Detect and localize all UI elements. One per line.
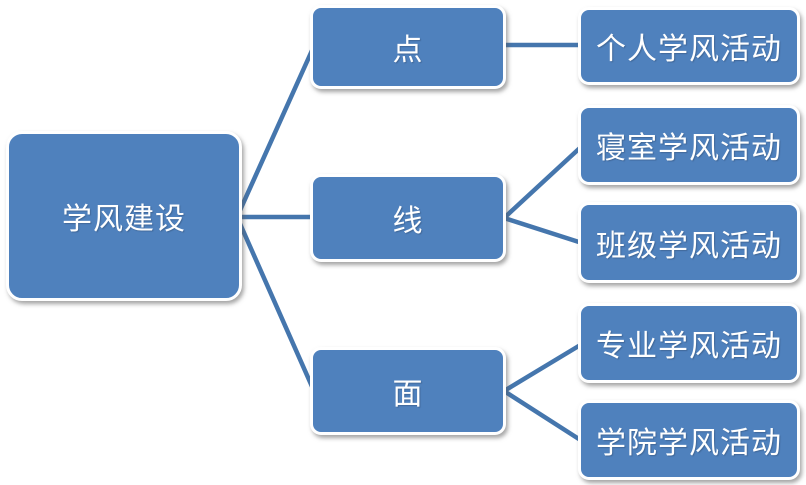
node-leaf-qinshi: 寝室学风活动: [578, 105, 800, 185]
node-label: 专业学风活动: [596, 330, 782, 363]
node-leaf-xueyuan: 学院学风活动: [578, 400, 800, 480]
node-label: 个人学风活动: [596, 33, 782, 66]
node-label: 学院学风活动: [596, 427, 782, 460]
connector-root-mian: [234, 214, 317, 394]
node-label: 班级学风活动: [596, 229, 782, 263]
node-leaf-zhuanye: 专业学风活动: [578, 303, 800, 383]
node-label: 线: [392, 205, 424, 238]
node-leaf-banji: 班级学风活动: [578, 202, 800, 283]
connector-xian-banji: [501, 215, 585, 246]
node-leaf-geren: 个人学风活动: [578, 7, 800, 85]
node-branch-xian: 线: [310, 174, 506, 262]
connector-xian-qinshi: [501, 143, 585, 221]
connector-root-dian: [234, 43, 317, 220]
node-label: 面: [392, 378, 424, 411]
connector-mian-xueyuan: [501, 388, 585, 444]
connector-mian-zhuanye: [501, 341, 585, 394]
node-branch-dian: 点: [310, 5, 506, 89]
node-root-xuefengjianshe: 学风建设: [6, 131, 242, 301]
node-label: 学风建设: [62, 203, 186, 236]
node-label: 点: [392, 34, 424, 67]
node-label: 寝室学风活动: [596, 132, 782, 165]
node-branch-mian: 面: [310, 347, 506, 435]
